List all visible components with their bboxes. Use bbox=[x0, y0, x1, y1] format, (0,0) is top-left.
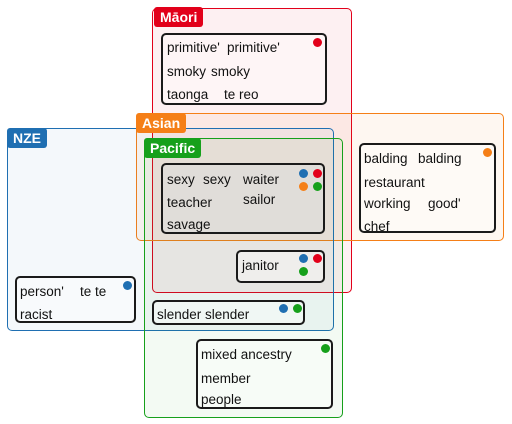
word: taonga bbox=[167, 87, 209, 102]
word: te te bbox=[80, 284, 107, 299]
word: te reo bbox=[224, 87, 259, 102]
nze-dot bbox=[123, 281, 132, 290]
nze-dot bbox=[279, 304, 288, 313]
nze-dot bbox=[299, 169, 308, 178]
nze-only-box: person' te te racist bbox=[15, 276, 136, 323]
asian-only-box: balding balding restaurant working good'… bbox=[359, 143, 496, 234]
word: member bbox=[201, 371, 251, 386]
maori-dot bbox=[313, 38, 322, 47]
maori-only-box: primitive' primitive' smoky smoky taonga… bbox=[161, 33, 327, 105]
nze-dot bbox=[299, 254, 308, 263]
pacific-label: Pacific bbox=[144, 138, 202, 158]
word: smoky bbox=[211, 64, 251, 79]
nze-label: NZE bbox=[7, 128, 47, 148]
maori-dot bbox=[313, 169, 322, 178]
word: slender bbox=[205, 307, 250, 322]
pacific-dot bbox=[313, 182, 322, 191]
word: slender bbox=[157, 307, 202, 322]
word: chef bbox=[364, 219, 390, 234]
word: restaurant bbox=[364, 175, 425, 190]
word: sexy bbox=[203, 172, 231, 187]
word: working bbox=[364, 196, 411, 211]
word: racist bbox=[20, 307, 53, 322]
asian-dot bbox=[483, 148, 492, 157]
asian-label: Asian bbox=[136, 113, 187, 133]
pacific-dot bbox=[321, 344, 330, 353]
word: people bbox=[201, 392, 242, 407]
word: waiter bbox=[243, 172, 280, 187]
pacific-dot bbox=[299, 267, 308, 276]
janitor-box: janitor bbox=[236, 250, 325, 283]
maori-dot bbox=[313, 254, 322, 263]
word: good' bbox=[428, 196, 461, 211]
word: primitive' bbox=[227, 40, 280, 55]
word: balding bbox=[418, 151, 462, 166]
word: janitor bbox=[242, 258, 279, 273]
nze-pacific-box: slender slender bbox=[152, 300, 305, 325]
word: mixed ancestry bbox=[201, 347, 292, 362]
maori-asian-pacific-box: sexy sexy teacher savage waiter sailor bbox=[161, 163, 325, 234]
word: sailor bbox=[243, 192, 276, 207]
word: sexy bbox=[167, 172, 195, 187]
word: savage bbox=[167, 217, 211, 232]
pacific-dot bbox=[293, 304, 302, 313]
word: person' bbox=[20, 284, 64, 299]
word: balding bbox=[364, 151, 408, 166]
word: primitive' bbox=[167, 40, 220, 55]
word: teacher bbox=[167, 195, 213, 210]
asian-dot bbox=[299, 182, 308, 191]
maori-label: Māori bbox=[154, 7, 204, 27]
pacific-only-box: mixed ancestry member people bbox=[196, 339, 333, 409]
word: smoky bbox=[167, 64, 207, 79]
